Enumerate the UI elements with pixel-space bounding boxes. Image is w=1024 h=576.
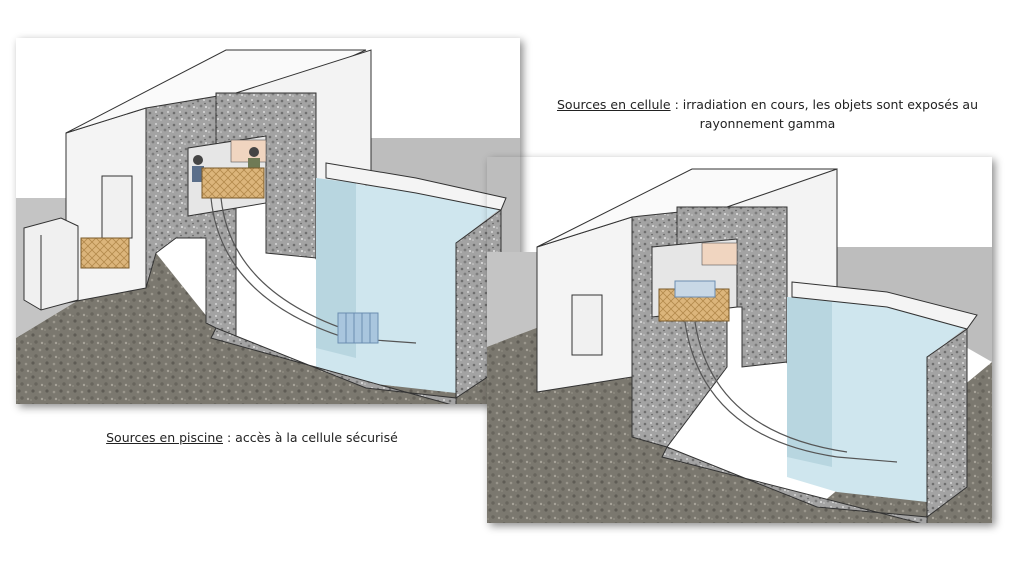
pool-bottom-wall	[661, 446, 928, 523]
caption-cell-title: Sources en cellule	[556, 97, 671, 112]
operator-2	[249, 147, 259, 157]
pool-diagram	[16, 38, 520, 404]
caption-cell: Sources en cellule : irradiation en cour…	[540, 95, 995, 133]
control-cabinet	[23, 217, 79, 311]
caption-pool-text: : accès à la cellule sécurisé	[223, 430, 398, 445]
pool-bottom-wall	[210, 327, 457, 404]
source-rack	[337, 312, 379, 344]
operator-1	[193, 155, 203, 165]
cell-diagram	[487, 157, 992, 523]
source-rack	[674, 280, 716, 298]
transfer-rail	[684, 321, 838, 458]
caption-pool-title: Sources en piscine	[106, 430, 223, 445]
crate-in-cell	[201, 167, 265, 199]
transfer-rail	[210, 197, 347, 339]
door	[101, 175, 133, 239]
crate-outside	[80, 237, 130, 269]
caption-cell-text: : irradiation en cours, les objets sont …	[670, 97, 979, 131]
caption-pool: Sources en piscine : accès à la cellule …	[0, 428, 504, 447]
door	[571, 294, 603, 356]
pool-wall	[926, 328, 968, 518]
